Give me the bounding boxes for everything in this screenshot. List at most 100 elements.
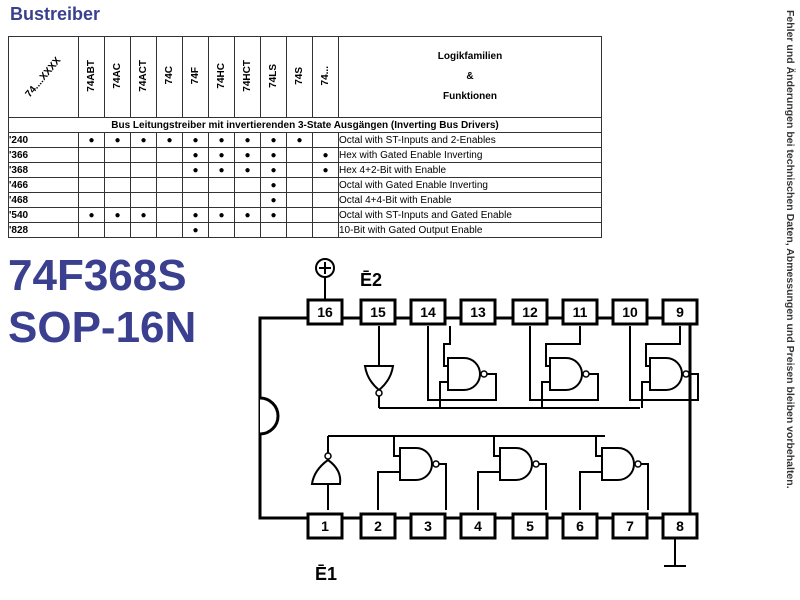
section-heading: Bus Leitungstreiber mit invertierenden 3… bbox=[8, 117, 602, 133]
bottom-pin-number: 1 bbox=[321, 518, 329, 534]
top-pin-number: 12 bbox=[522, 304, 538, 320]
family-header-2: 74ACT bbox=[130, 36, 157, 118]
availability-cell bbox=[130, 162, 157, 178]
availability-cell bbox=[312, 177, 339, 193]
top-pin-number: 16 bbox=[317, 304, 333, 320]
part-number: 74F368S bbox=[8, 251, 187, 300]
table-row: '366●●●●●Hex with Gated Enable Inverting bbox=[8, 147, 602, 163]
availability-cell bbox=[182, 192, 209, 208]
enable-buffer-bottom bbox=[310, 458, 342, 485]
availability-cell: ● bbox=[78, 207, 105, 223]
type-code: '828 bbox=[8, 222, 79, 238]
availability-cell bbox=[130, 222, 157, 238]
top-pin-box bbox=[459, 298, 497, 326]
availability-cell bbox=[286, 147, 313, 163]
availability-cell bbox=[286, 162, 313, 178]
function-description: Octal with ST-Inputs and Gated Enable bbox=[338, 207, 602, 223]
availability-cell: ● bbox=[260, 207, 287, 223]
availability-cell bbox=[78, 147, 105, 163]
availability-cell: ● bbox=[260, 132, 287, 148]
table-row: '828 ● 10-Bit with Gated Output Enable bbox=[8, 222, 602, 238]
function-description: Hex 4+2-Bit with Enable bbox=[338, 162, 602, 178]
function-description: Hex with Gated Enable Inverting bbox=[338, 147, 602, 163]
function-description: Octal with Gated Enable Inverting bbox=[338, 177, 602, 193]
availability-cell: ● bbox=[312, 147, 339, 163]
bottom-pin-box bbox=[561, 512, 599, 540]
availability-cell bbox=[78, 162, 105, 178]
availability-cell: ● bbox=[78, 132, 105, 148]
top-pin-box bbox=[511, 298, 549, 326]
bottom-pin-number: 5 bbox=[526, 518, 534, 534]
part-label: 74F368S SOP-16N bbox=[8, 250, 196, 354]
availability-cell bbox=[260, 222, 287, 238]
top-pin-box bbox=[661, 298, 699, 326]
availability-cell: ● bbox=[182, 222, 209, 238]
table-row: '468●Octal 4+4-Bit with Enable bbox=[8, 192, 602, 208]
family-header-5: 74HC bbox=[208, 36, 235, 118]
bottom-pin-number: 4 bbox=[474, 518, 482, 534]
bottom-pin-number: 2 bbox=[374, 518, 382, 534]
top-pin-box bbox=[409, 298, 447, 326]
family-header-6: 74HCT bbox=[234, 36, 261, 118]
table-row: '240●●●●●●●●●Octal with ST-Inputs and 2-… bbox=[8, 132, 602, 148]
type-code: '240 bbox=[8, 132, 79, 148]
top-pin-box bbox=[359, 298, 397, 326]
availability-cell bbox=[208, 192, 235, 208]
table-row: '466●Octal with Gated Enable Inverting bbox=[8, 177, 602, 193]
bottom-pin-box bbox=[459, 512, 497, 540]
availability-cell: ● bbox=[208, 162, 235, 178]
availability-cell bbox=[104, 177, 131, 193]
top-pin-box bbox=[611, 298, 649, 326]
availability-cell: ● bbox=[260, 192, 287, 208]
availability-cell: ● bbox=[234, 162, 261, 178]
availability-cell bbox=[78, 192, 105, 208]
availability-cell bbox=[286, 192, 313, 208]
availability-cell bbox=[156, 207, 183, 223]
bottom-pin-number: 3 bbox=[424, 518, 432, 534]
bottom-pin-box bbox=[611, 512, 649, 540]
availability-cell bbox=[312, 132, 339, 148]
availability-cell bbox=[312, 222, 339, 238]
availability-cell: ● bbox=[208, 132, 235, 148]
top-pin-number: 11 bbox=[573, 304, 588, 320]
package-type: SOP-16N bbox=[8, 303, 197, 352]
availability-cell bbox=[104, 147, 131, 163]
corner-header: 74....XXXX bbox=[8, 36, 79, 118]
availability-cell bbox=[156, 162, 183, 178]
bottom-pin-box bbox=[409, 512, 447, 540]
function-description: 10-Bit with Gated Output Enable bbox=[338, 222, 602, 238]
function-description: Octal 4+4-Bit with Enable bbox=[338, 192, 602, 208]
availability-cell: ● bbox=[260, 162, 287, 178]
top-pin-number: 14 bbox=[420, 304, 436, 320]
upper-inverting-gate bbox=[649, 357, 683, 391]
availability-cell bbox=[234, 222, 261, 238]
availability-cell bbox=[156, 147, 183, 163]
top-pin-number: 9 bbox=[676, 304, 684, 320]
label-e1: Ē1 bbox=[315, 564, 337, 584]
availability-cell: ● bbox=[234, 132, 261, 148]
bottom-pin-box bbox=[306, 512, 344, 540]
availability-cell: ● bbox=[130, 132, 157, 148]
family-header-1: 74AC bbox=[104, 36, 131, 118]
table-row: '368●●●●●Hex 4+2-Bit with Enable bbox=[8, 162, 602, 178]
availability-cell bbox=[208, 177, 235, 193]
type-code: '540 bbox=[8, 207, 79, 223]
lower-inverting-gate bbox=[601, 447, 635, 481]
availability-cell bbox=[286, 177, 313, 193]
availability-cell bbox=[234, 192, 261, 208]
top-pin-number: 15 bbox=[370, 304, 386, 320]
availability-cell bbox=[208, 222, 235, 238]
bottom-pin-box bbox=[359, 512, 397, 540]
availability-cell: ● bbox=[234, 207, 261, 223]
availability-cell: ● bbox=[156, 132, 183, 148]
availability-cell: ● bbox=[182, 207, 209, 223]
label-e2: Ē2 bbox=[360, 270, 382, 290]
bottom-pin-number: 8 bbox=[676, 518, 684, 534]
availability-cell: ● bbox=[182, 132, 209, 148]
availability-cell bbox=[156, 177, 183, 193]
function-header: Logikfamilien & Funktionen bbox=[338, 36, 602, 118]
top-pin-box bbox=[306, 298, 344, 326]
availability-cell: ● bbox=[182, 147, 209, 163]
availability-cell bbox=[312, 192, 339, 208]
